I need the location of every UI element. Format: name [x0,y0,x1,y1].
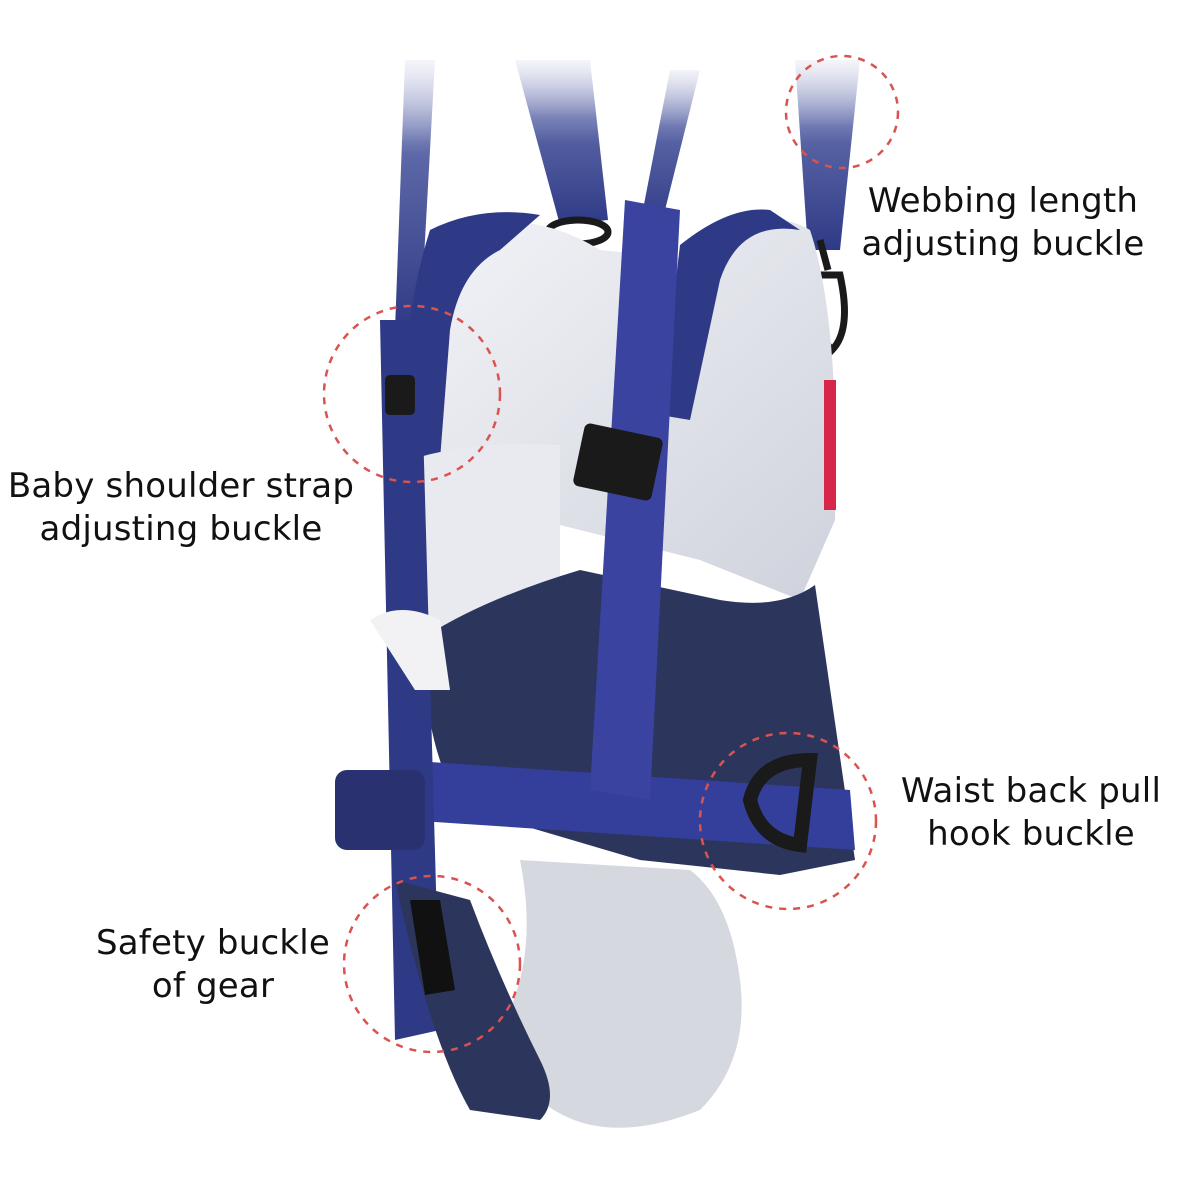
callout-safety-label: Safety buckle of gear [88,922,338,1008]
safety-buckle-part [410,900,455,995]
highlight-circle-shoulder [322,304,502,484]
left-shoulder-panel [405,212,540,470]
side-pouch [335,770,425,850]
highlight-circle-safety [342,874,522,1054]
callout-shoulder-line2: adjusting buckle [39,509,323,549]
callout-shoulder-line1: Baby shoulder strap [7,466,355,506]
callout-waist-line2: hook buckle [927,814,1135,854]
callout-webbing-line2: adjusting buckle [861,224,1145,264]
top-fade [0,0,1200,260]
red-accent-stripe [824,380,836,510]
waist-belt [400,760,855,850]
highlight-circle-waist [698,731,878,911]
d-ring-buckle [742,752,818,853]
callout-safety-line1: Safety buckle [95,923,331,963]
shoulder-buckle-part [573,423,663,501]
central-strap [590,200,680,800]
callout-shoulder-label: Baby shoulder strap adjusting buckle [6,465,356,551]
crotch-clip [370,610,450,690]
callout-waist-label: Waist back pull hook buckle [896,770,1166,856]
highlight-circle-webbing [784,54,900,170]
callout-webbing-line1: Webbing length [867,181,1139,221]
callout-webbing-label: Webbing length adjusting buckle [858,180,1148,266]
leg-loop [500,860,742,1128]
right-shoulder-panel [660,209,800,420]
callout-safety-line2: of gear [151,966,275,1006]
left-small-buckle [385,375,415,415]
callout-waist-line1: Waist back pull [900,771,1162,811]
